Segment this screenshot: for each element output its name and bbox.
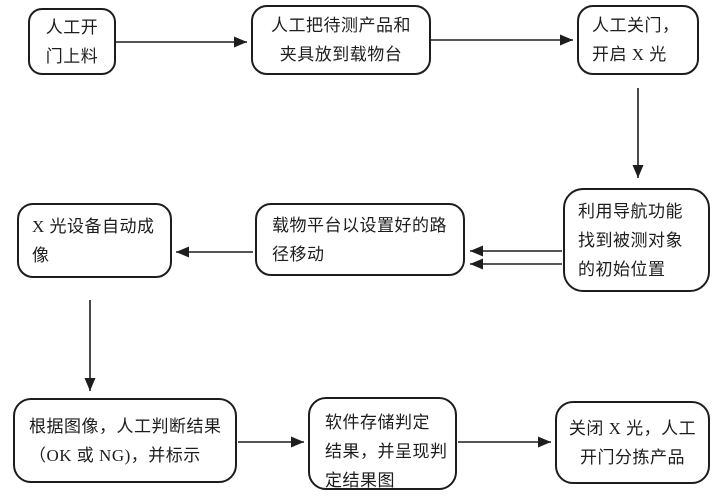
node-software-store-label: 软件存储判定 结果，并呈现判 定结果图 (325, 413, 448, 490)
node-manual-judge: 根据图像，人工判断结果 （OK 或 NG)，并标示 (13, 398, 237, 483)
node-navigate-initial-label: 利用导航功能 找到被测对象 的初始位置 (578, 201, 683, 279)
node-xray-auto-imaging-label: X 光设备自动成 像 (32, 216, 155, 265)
node-platform-move: 载物平台以设置好的路 径移动 (255, 203, 465, 276)
node-navigate-initial: 利用导航功能 找到被测对象 的初始位置 (563, 188, 710, 292)
node-place-product: 人工把待测产品和 夹具放到载物台 (251, 5, 431, 75)
node-close-door-xray-on-label: 人工关门， 开启 X 光 (592, 16, 680, 64)
node-platform-move-label: 载物平台以设置好的路 径移动 (272, 215, 447, 264)
node-place-product-label: 人工把待测产品和 夹具放到载物台 (271, 16, 411, 64)
node-software-store: 软件存储判定 结果，并呈现判 定结果图 (308, 397, 457, 490)
node-xray-auto-imaging: X 光设备自动成 像 (17, 203, 172, 278)
node-open-door-load-label: 人工开 门上料 (45, 17, 99, 66)
node-close-xray-sort: 关闭 X 光，人工 开门分拣产品 (555, 401, 710, 484)
node-manual-judge-label: 根据图像，人工判断结果 （OK 或 NG)，并标示 (29, 416, 222, 465)
node-close-door-xray-on: 人工关门， 开启 X 光 (577, 5, 699, 75)
node-open-door-load: 人工开 门上料 (28, 8, 116, 75)
node-close-xray-sort-label: 关闭 X 光，人工 开门分拣产品 (568, 418, 697, 467)
